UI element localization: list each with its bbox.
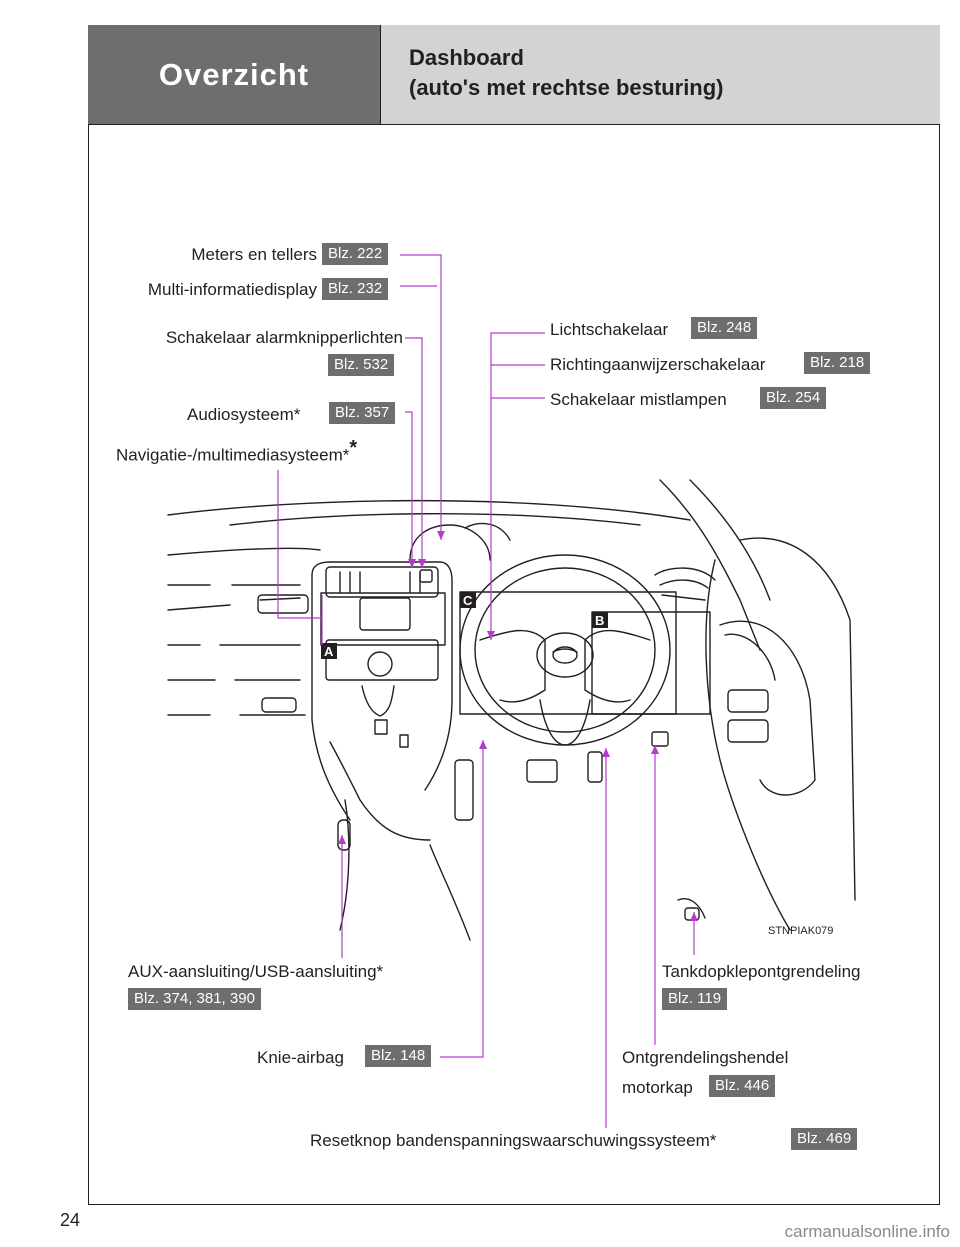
audio-label: Audiosysteem*: [187, 405, 301, 424]
section-title: Overzicht: [158, 57, 310, 92]
callout-b-badge: [592, 612, 608, 628]
aux-usb-page-tag[interactable]: Blz. 374, 381, 390: [128, 988, 261, 1010]
watermark: carmanualsonline.info: [784, 1222, 950, 1241]
multi-info-page-tag[interactable]: Blz. 232: [322, 278, 389, 300]
hood-release-label-line2: motorkap: [622, 1078, 693, 1097]
fog-switch-label: Schakelaar mistlampen: [550, 390, 727, 409]
page-number: 24: [60, 1210, 81, 1230]
aux-usb-label: AUX-aansluiting/USB-aansluiting*: [128, 962, 384, 981]
audio-page-tag[interactable]: Blz. 357: [329, 402, 396, 424]
light-switch-page-tag[interactable]: Blz. 248: [691, 317, 758, 339]
hazard-switch-page-tag[interactable]: Blz. 532: [328, 354, 395, 376]
optional-asterisk: *: [376, 962, 384, 981]
callout-c-badge: [460, 592, 476, 608]
callout-a-letter: A: [324, 644, 334, 659]
callout-b-letter: B: [595, 613, 605, 628]
multi-info-label: Multi-informatiedisplay: [147, 280, 317, 299]
optional-asterisk: *: [349, 437, 358, 459]
optional-asterisk: *: [709, 1131, 717, 1150]
callout-c-letter: C: [463, 593, 473, 608]
fuel-lid-page-tag[interactable]: Blz. 119: [662, 988, 728, 1010]
turn-signal-label: Richtingaanwijzerschakelaar: [550, 355, 766, 374]
figure-code: STNPIAK079: [768, 925, 834, 937]
optional-asterisk: *: [293, 405, 301, 424]
hood-release-page-tag[interactable]: Blz. 446: [709, 1075, 776, 1097]
turn-signal-page-tag[interactable]: Blz. 218: [804, 352, 871, 374]
knee-airbag-page-tag[interactable]: Blz. 148: [365, 1045, 432, 1067]
fog-switch-page-tag[interactable]: Blz. 254: [760, 387, 827, 409]
light-switch-label: Lichtschakelaar: [550, 320, 669, 339]
page-title-line1: Dashboard: [409, 45, 524, 70]
callout-a-badge: [321, 643, 337, 659]
section-tab: Overzicht: [88, 25, 380, 125]
tire-pressure-reset-page-tag[interactable]: Blz. 469: [791, 1128, 858, 1150]
navigation-label: Navigatie-/multimediasysteem**: [116, 437, 358, 465]
hazard-switch-label: Schakelaar alarmknipperlichten: [165, 328, 403, 347]
meters-page-tag[interactable]: Blz. 222: [322, 243, 389, 265]
optional-asterisk: *: [342, 445, 350, 465]
tire-pressure-reset-label: Resetknop bandenspanningswaarschuwingssy…: [310, 1131, 717, 1150]
page-title-line2: (auto's met rechtse besturing): [409, 75, 724, 100]
knee-airbag-label: Knie-airbag: [257, 1048, 344, 1067]
hood-release-label-line1: Ontgrendelingshendel: [622, 1048, 789, 1067]
fuel-lid-label: Tankdopklepontgrendeling: [662, 962, 861, 981]
header-divider: [88, 124, 940, 125]
page-header: Dashboard (auto's met rechtse besturing): [380, 25, 940, 125]
meters-label: Meters en tellers: [191, 245, 317, 264]
